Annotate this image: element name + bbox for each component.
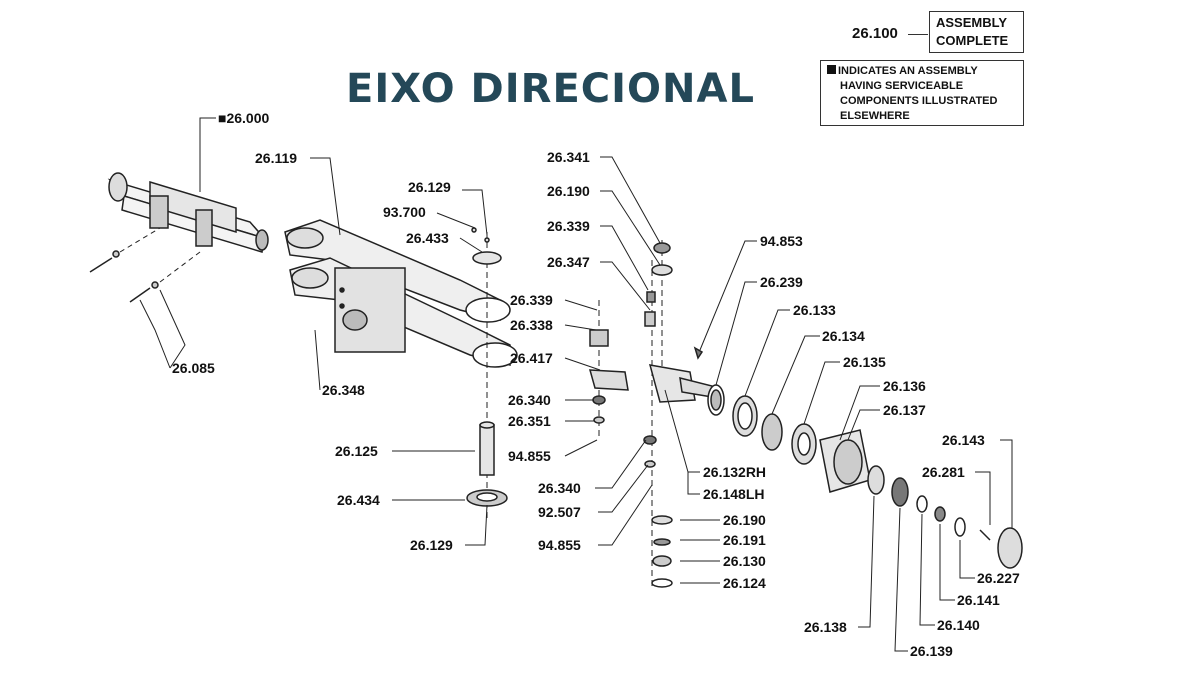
callout-26433: 26.433 (406, 230, 449, 246)
callout-26133: 26.133 (793, 302, 836, 318)
callout-92507: 92.507 (538, 504, 581, 520)
assembly-marker-icon (827, 65, 836, 74)
callout-26341: 26.341 (547, 149, 590, 165)
callout-26347: 26.347 (547, 254, 590, 270)
callout-26140: 26.140 (937, 617, 980, 633)
pin-cap (471, 227, 502, 265)
callout-26351: 26.351 (508, 413, 551, 429)
thrust-bearing (466, 489, 508, 507)
callout-26239: 26.239 (760, 274, 803, 290)
diagram-title: EIXO DIRECIONAL (346, 66, 755, 112)
assembly-line-1: ASSEMBLY (936, 15, 1008, 30)
steering-knuckle (588, 242, 721, 588)
callout-26141: 26.141 (957, 592, 1000, 608)
axle-tube (107, 172, 269, 253)
callouts: ■26.000 26.119 26.085 26.348 26.129 93.7… (172, 110, 1020, 659)
callout-26132rh: 26.132RH (703, 464, 766, 480)
king-pin (479, 421, 495, 476)
bolts (89, 250, 159, 303)
callout-26085: 26.085 (172, 360, 215, 376)
callout-26119: 26.119 (255, 150, 297, 166)
callout-26129-bottom: 26.129 (410, 537, 453, 553)
callout-26434: 26.434 (337, 492, 380, 508)
callout-26340-bottom: 26.340 (538, 480, 581, 496)
callout-94855-bottom: 94.855 (538, 537, 581, 553)
assembly-leader-line (908, 34, 928, 35)
callout-26143: 26.143 (942, 432, 985, 448)
assembly-line-2: COMPLETE (936, 33, 1009, 48)
callout-26339-top: 26.339 (547, 218, 590, 234)
callout-26000: ■26.000 (218, 110, 269, 126)
assembly-complete-box: ASSEMBLY COMPLETE (929, 11, 1024, 53)
callout-26139: 26.139 (910, 643, 953, 659)
callout-26227: 26.227 (977, 570, 1020, 586)
callout-26340-top: 26.340 (508, 392, 551, 408)
callout-26148lh: 26.148LH (703, 486, 764, 502)
callout-26138: 26.138 (804, 619, 847, 635)
callout-26130: 26.130 (723, 553, 766, 569)
assembly-number: 26.100 (852, 25, 898, 42)
callout-26125: 26.125 (335, 443, 378, 459)
callout-26136: 26.136 (883, 378, 926, 394)
callout-26338: 26.338 (510, 317, 553, 333)
callout-26124: 26.124 (723, 575, 766, 591)
callout-26191: 26.191 (723, 532, 766, 548)
callout-26281: 26.281 (922, 464, 965, 480)
legend-note-box: INDICATES AN ASSEMBLY HAVING SERVICEABLE… (820, 60, 1024, 126)
note-line-3: COMPONENTS ILLUSTRATED (840, 95, 998, 107)
callout-26348: 26.348 (322, 382, 365, 398)
callout-26190-top: 26.190 (547, 183, 590, 199)
note-line-4: ELSEWHERE (840, 110, 910, 122)
leader-lines (139, 117, 1013, 652)
callout-26134: 26.134 (822, 328, 865, 344)
callout-26339-mid: 26.339 (510, 292, 553, 308)
callout-93700: 93.700 (383, 204, 426, 220)
callout-26137: 26.137 (883, 402, 926, 418)
note-line-1: INDICATES AN ASSEMBLY (838, 65, 978, 77)
axle-bracket (284, 219, 518, 368)
callout-26129-top: 26.129 (408, 179, 451, 195)
callout-94853: 94.853 (760, 233, 803, 249)
callout-26190-bottom: 26.190 (723, 512, 766, 528)
callout-26135: 26.135 (843, 354, 886, 370)
callout-94855-top: 94.855 (508, 448, 551, 464)
note-line-2: HAVING SERVICEABLE (840, 80, 964, 92)
callout-26417: 26.417 (510, 350, 553, 366)
